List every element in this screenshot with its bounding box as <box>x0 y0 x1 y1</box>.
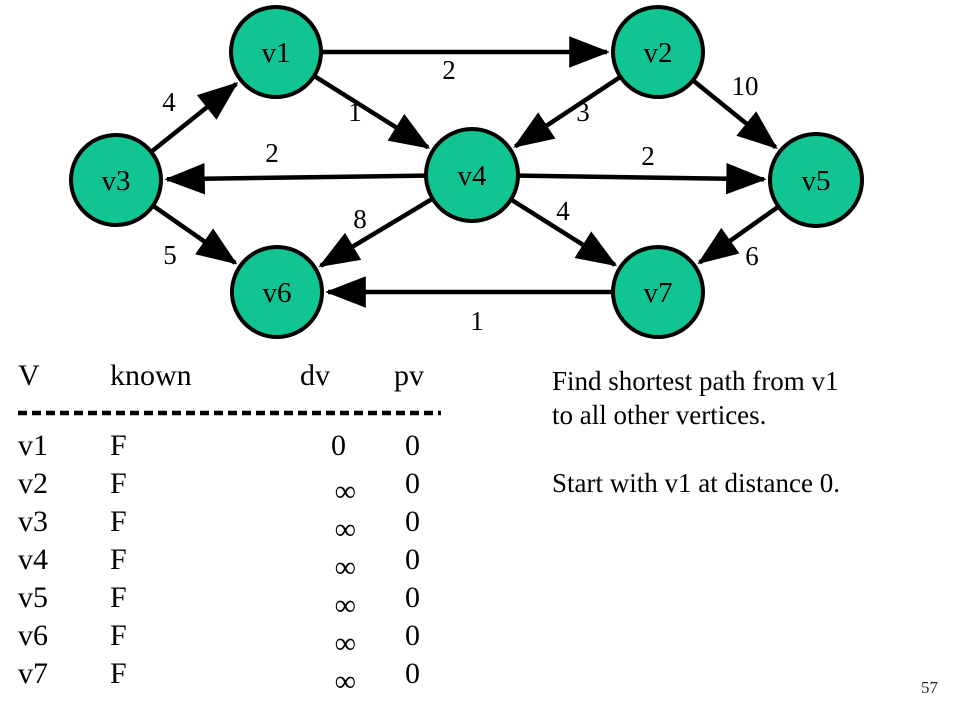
edge-v4-to-v5 <box>518 162 767 195</box>
table-row: v7 F ∞ 0 <box>18 657 420 698</box>
cell-vertex-v3: v3 <box>18 505 48 538</box>
edge-weight-v7-v6: 1 <box>470 306 484 336</box>
cell-pv-v2: 0 <box>405 467 420 500</box>
node-circle-v3 <box>69 133 163 227</box>
cell-dv-v2: ∞ <box>335 475 356 508</box>
note-paragraph-1: Find shortest path from v1 to all other … <box>552 366 839 431</box>
cell-pv-v4: 0 <box>405 543 420 576</box>
page-number: 57 <box>921 678 938 697</box>
table-row: v1 F 0 0 <box>18 429 420 462</box>
graph-diagram: v1 v2 v3 v4 v5 v6 v7 2 1 3 10 4 5 2 2 8 4 6 1 <box>0 0 960 355</box>
edge-weight-v4-v7: 4 <box>556 196 570 226</box>
table-row: v2 F ∞ 0 <box>18 467 420 508</box>
edge-v4-to-v6 <box>318 197 433 268</box>
cell-vertex-v2: v2 <box>18 467 48 500</box>
cell-known-v5: F <box>110 581 127 614</box>
cell-known-v2: F <box>110 467 127 500</box>
node-label-v5: v5 <box>802 165 831 197</box>
node-layer: v1 v2 v3 v4 v5 v6 v7 <box>69 5 864 339</box>
cell-vertex-v7: v7 <box>18 657 48 690</box>
cell-pv-v3: 0 <box>405 505 420 538</box>
edge-weight-v4-v3: 2 <box>265 138 279 168</box>
table-row: v6 F ∞ 0 <box>18 619 420 660</box>
node-circle-v4 <box>424 127 520 223</box>
table-row: v3 F ∞ 0 <box>18 505 420 546</box>
edge-v4-to-v7 <box>510 198 618 267</box>
cell-pv-v7: 0 <box>405 657 420 690</box>
node-label-v3: v3 <box>102 165 131 197</box>
node-circle-v6 <box>230 245 324 339</box>
graph-canvas: v1 v2 v3 v4 v5 v6 v7 2 1 3 10 4 5 2 2 8 4 6 1 <box>69 5 864 339</box>
graph-node-v3[interactable]: v3 <box>69 133 163 227</box>
edge-weight-v2-v5: 10 <box>732 71 759 101</box>
cell-vertex-v5: v5 <box>18 581 48 614</box>
graph-node-v5[interactable]: v5 <box>768 132 864 228</box>
edge-weight-v5-v7: 6 <box>745 241 759 271</box>
edge-v2-to-v5 <box>692 79 778 150</box>
node-label-v1: v1 <box>262 37 291 69</box>
graph-node-v4[interactable]: v4 <box>424 127 520 223</box>
edge-weight-v3-v1: 4 <box>162 87 176 117</box>
edge-weight-v1-v2: 2 <box>442 55 456 85</box>
edge-v3-to-v1 <box>150 82 239 154</box>
edge-v4-to-v3 <box>164 163 426 195</box>
cell-dv-v4: ∞ <box>335 551 356 584</box>
node-label-v6: v6 <box>263 277 292 309</box>
note-paragraph-2: Start with v1 at distance 0. <box>552 468 840 499</box>
cell-pv-v1: 0 <box>405 429 420 462</box>
node-circle-v2 <box>611 5 705 99</box>
graph-node-v7[interactable]: v7 <box>611 245 705 339</box>
cell-pv-v6: 0 <box>405 619 420 652</box>
cell-dv-v6: ∞ <box>335 627 356 660</box>
edge-v2-to-v4 <box>513 75 621 149</box>
cell-dv-v3: ∞ <box>335 513 356 546</box>
table-header-known: known <box>110 359 192 392</box>
cell-vertex-v1: v1 <box>18 429 48 462</box>
edge-weight-v4-v5: 2 <box>641 141 655 171</box>
edge-weight-v2-v4: 3 <box>576 97 590 127</box>
cell-dv-v1: 0 <box>331 429 346 462</box>
edge-layer <box>150 36 779 308</box>
edge-v1-to-v4 <box>313 74 431 150</box>
table-row: v4 F ∞ 0 <box>18 543 420 584</box>
node-label-v4: v4 <box>458 160 488 192</box>
cell-known-v6: F <box>110 619 127 652</box>
table-header-dv: dv <box>300 359 330 392</box>
graph-node-v1[interactable]: v1 <box>229 5 323 99</box>
graph-node-v2[interactable]: v2 <box>611 5 705 99</box>
cell-pv-v5: 0 <box>405 581 420 614</box>
node-label-v7: v7 <box>644 277 673 309</box>
edge-weight-v1-v4: 1 <box>348 97 362 127</box>
node-label-v2: v2 <box>644 37 673 69</box>
edge-v5-to-v7 <box>697 205 779 265</box>
graph-node-v6[interactable]: v6 <box>230 245 324 339</box>
table-header-pv: pv <box>394 359 424 392</box>
node-circle-v5 <box>768 132 864 228</box>
notes-panel: Find shortest path from v1 to all other … <box>552 364 942 534</box>
node-circle-v1 <box>229 5 323 99</box>
cell-known-v1: F <box>110 429 127 462</box>
cell-dv-v7: ∞ <box>335 665 356 698</box>
cell-dv-v5: ∞ <box>335 589 356 622</box>
node-circle-v7 <box>611 245 705 339</box>
cell-known-v4: F <box>110 543 127 576</box>
edge-weight-v4-v6: 8 <box>353 204 367 234</box>
edge-weight-layer: 2 1 3 10 4 5 2 2 8 4 6 1 <box>162 55 759 336</box>
table-header-row: V known dv pv <box>18 359 424 392</box>
cell-known-v7: F <box>110 657 127 690</box>
cell-vertex-v6: v6 <box>18 619 48 652</box>
cell-vertex-v4: v4 <box>18 543 48 576</box>
cell-known-v3: F <box>110 505 127 538</box>
table-header-vertex: V <box>18 359 40 392</box>
table-row: v5 F ∞ 0 <box>18 581 420 622</box>
edge-v3-to-v6 <box>152 204 238 265</box>
edge-weight-v3-v6: 5 <box>163 240 177 270</box>
